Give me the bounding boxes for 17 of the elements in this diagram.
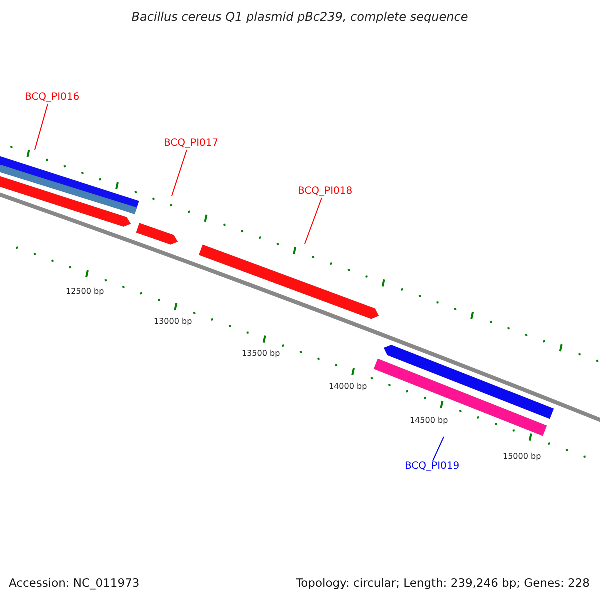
position-label: 13000 bp — [154, 317, 192, 327]
leader-line — [34, 104, 48, 150]
gene-label: BCQ_PI018 — [298, 186, 353, 198]
diagram-title: Bacillus cereus Q1 plasmid pBc239, complete sequence — [130, 10, 470, 24]
position-label: 12500 bp — [66, 287, 104, 297]
position-label: 14500 bp — [410, 416, 448, 426]
info-text: Accession: NC_011973 — [9, 576, 140, 590]
leader-line — [432, 436, 444, 462]
leader-line — [172, 150, 188, 196]
leader-line — [304, 198, 322, 244]
gene-label: BCQ_PI019 — [405, 461, 460, 473]
gene-label: BCQ_PI016 — [25, 92, 80, 104]
position-label: 14000 bp — [329, 382, 368, 392]
position-label: 13500 bp — [242, 349, 280, 359]
position-label: 15000 bp — [503, 452, 542, 462]
gene-label: BCQ_PI017 — [164, 138, 219, 150]
info-text: Topology: circular; Length: 239,246 bp; Genes: 228 — [296, 576, 590, 590]
